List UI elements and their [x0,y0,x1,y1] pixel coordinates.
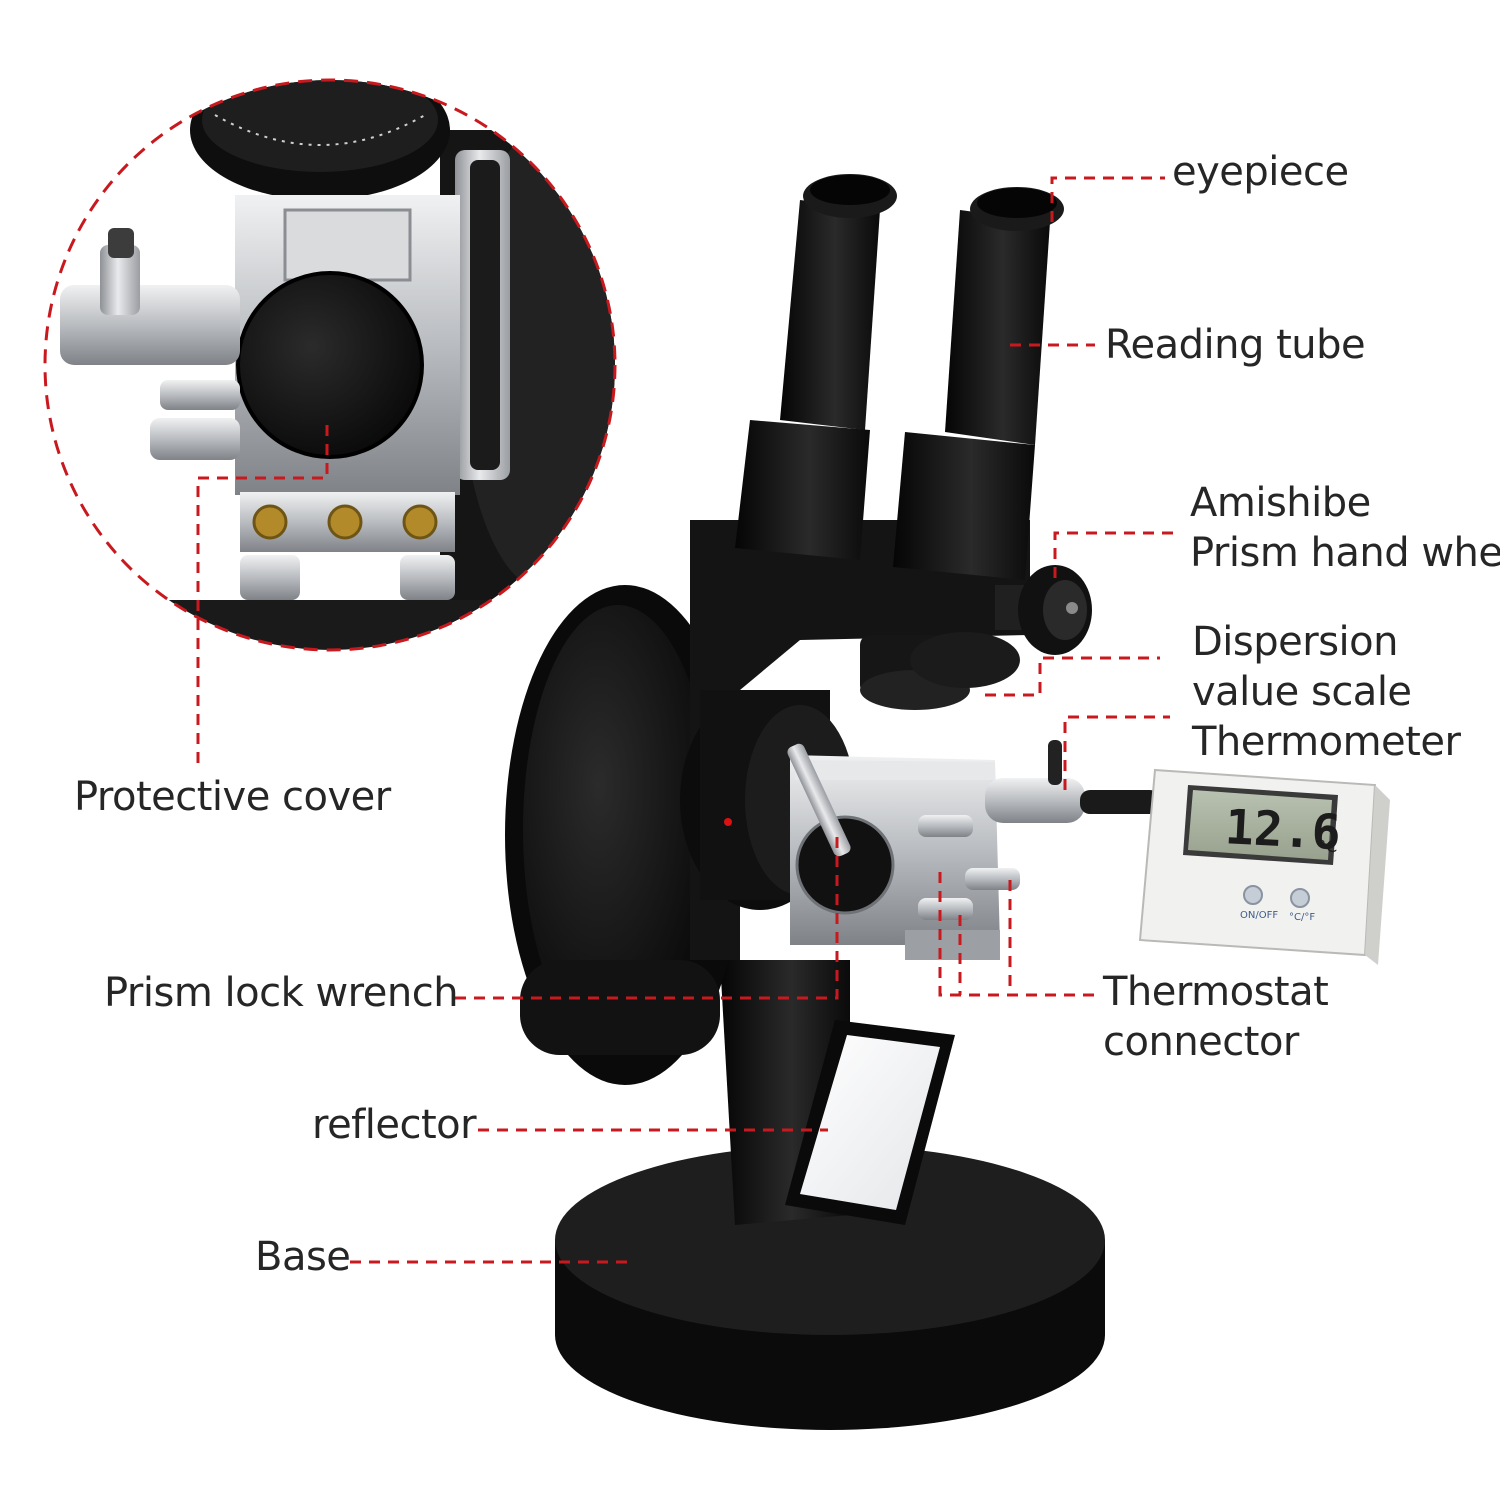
label-dispersion-line2: value scale [1192,669,1412,715]
label-thermostat-line1: Thermostat [1103,969,1329,1015]
refractometer-illustration [505,174,1390,1430]
label-amici-prism-hand-wheel: Amishibe Prism hand wheel [1190,478,1500,578]
reading-tubes [735,174,1064,580]
reflector-mirror [785,1020,955,1225]
label-thermostat-line2: connector [1103,1019,1299,1065]
leader-lines [196,176,1180,1264]
leader-line-thermostat-a [938,872,1095,997]
leader-line-eyepiece [1050,176,1165,222]
thermometer-reading: 12.6 [1224,799,1342,861]
label-amici-prism-line2: Prism hand wheel [1190,530,1500,576]
label-dispersion-value-scale: Dispersion value scale [1192,617,1412,717]
label-eyepiece: eyepiece [1172,149,1349,195]
label-amici-prism-line1: Amishibe [1190,480,1371,526]
label-dispersion-line1: Dispersion [1192,619,1398,665]
thermometer-unit-toggle-label: °C/°F [1289,912,1315,923]
digital-thermometer [1138,768,1390,965]
thermometer-on-off-label: ON/OFF [1240,910,1278,921]
leader-line-dispersion-scale [985,656,1160,697]
leader-line-prism-hand-wheel [1053,531,1180,578]
label-reflector: reflector [312,1102,477,1148]
zoom-inset [43,78,617,652]
label-protective-cover: Protective cover [74,774,391,820]
label-base: Base [255,1234,351,1280]
label-thermometer: Thermometer [1192,719,1461,765]
leader-line-prism-lock-wrench [455,830,839,1000]
label-reading-tube: Reading tube [1105,322,1366,368]
thermometer-unit: °C [1318,837,1337,856]
leader-line-protective-cover [196,425,329,768]
label-thermostat-connector: Thermostat connector [1103,967,1329,1067]
label-prism-lock-wrench: Prism lock wrench [104,970,459,1016]
prism-hand-wheel [995,565,1092,655]
leader-line-thermometer [1063,715,1170,790]
